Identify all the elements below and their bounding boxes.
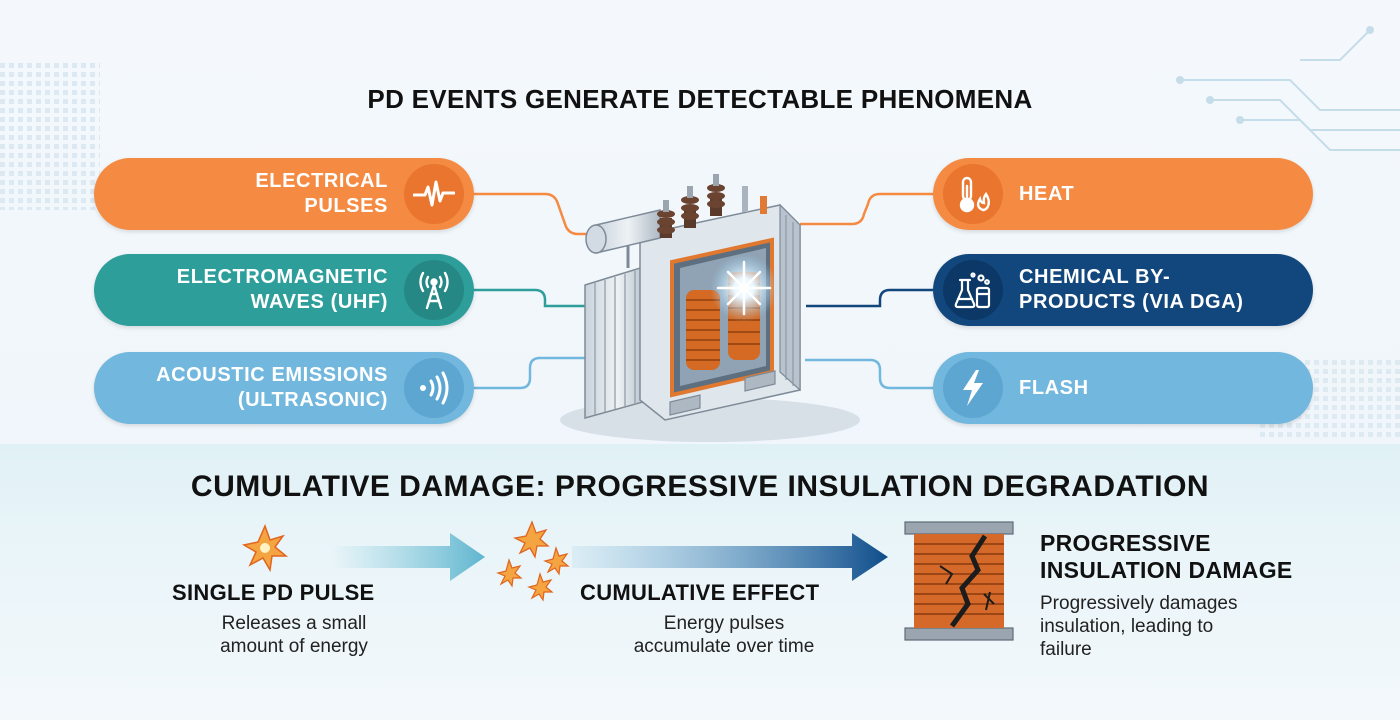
step-desc-line1: Releases a small	[221, 613, 367, 634]
sound-waves-icon	[404, 358, 464, 418]
lower-section-background	[0, 444, 1400, 720]
pulse-icon	[404, 164, 464, 224]
step-single-pd-pulse: SINGLE PD PULSE Releases a small amount …	[172, 580, 422, 658]
pill-label-line2: WAVES (UHF)	[250, 291, 388, 313]
pill-electromagnetic-waves: ELECTROMAGNETIC WAVES (UHF)	[94, 254, 474, 326]
step-desc-line3: failure	[1040, 639, 1092, 660]
flow-arrow-2	[572, 533, 888, 581]
step-progressive-insulation-damage: PROGRESSIVE INSULATION DAMAGE Progressiv…	[1040, 530, 1360, 661]
pill-label-line1: FLASH	[1019, 376, 1089, 399]
connector-electrical-pulses	[474, 192, 600, 236]
section-title-phenomena: PD EVENTS GENERATE DETECTABLE PHENOMENA	[367, 84, 1033, 114]
step-title: CUMULATIVE EFFECT	[580, 580, 820, 605]
pill-flash: FLASH	[933, 352, 1313, 424]
step-desc-line2: accumulate over time	[633, 636, 815, 657]
pill-label-line2: PULSES	[304, 195, 388, 217]
pill-label-line1: HEAT	[1019, 182, 1075, 205]
antenna-icon	[404, 260, 464, 320]
pill-label-line1: CHEMICAL BY-	[1019, 266, 1171, 288]
step-title-line1: PROGRESSIVE	[1040, 530, 1211, 556]
connector-electromagnetic-waves	[474, 288, 595, 308]
radiator-fins-left	[584, 263, 651, 419]
step-title-line2: INSULATION DAMAGE	[1040, 557, 1293, 583]
thermometer-icon	[943, 164, 1003, 224]
pill-chemical-byproducts: CHEMICAL BY- PRODUCTS (VIA DGA)	[933, 254, 1313, 326]
step-desc-line2: amount of energy	[220, 636, 368, 657]
lightning-icon	[943, 358, 1003, 418]
step-desc-line1: Energy pulses	[663, 613, 785, 634]
pill-electrical-pulses: ELECTRICAL PULSES	[94, 158, 474, 230]
section-title-cumulative-damage: CUMULATIVE DAMAGE: PROGRESSIVE INSULATIO…	[190, 470, 1210, 503]
chemistry-flask-icon	[943, 260, 1003, 320]
connector-acoustic-emissions	[474, 356, 600, 390]
flow-arrow-1	[330, 533, 485, 581]
step-cumulative-effect: CUMULATIVE EFFECT Energy pulses accumula…	[580, 580, 870, 658]
transformer-base	[669, 370, 776, 416]
pill-label-line2: PRODUCTS (VIA DGA)	[1019, 291, 1244, 313]
spark-icon	[241, 523, 289, 573]
damaged-coil-icon	[904, 521, 1014, 641]
bushings	[657, 174, 767, 238]
multiple-sparks-icon	[496, 520, 570, 602]
step-desc-line2: insulation, leading to	[1040, 616, 1214, 637]
pill-label-line2: (ULTRASONIC)	[237, 389, 388, 411]
pill-heat: HEAT	[933, 158, 1313, 230]
connector-chemical-byproducts	[806, 288, 933, 308]
connector-heat	[800, 192, 933, 226]
pill-acoustic-emissions: ACOUSTIC EMISSIONS (ULTRASONIC)	[94, 352, 474, 424]
pill-label-line1: ELECTROMAGNETIC	[176, 266, 388, 288]
connector-flash	[805, 358, 933, 390]
step-title: SINGLE PD PULSE	[172, 580, 375, 605]
pill-label-line1: ACOUSTIC EMISSIONS	[156, 364, 388, 386]
step-desc-line1: Progressively damages	[1040, 593, 1238, 614]
pill-label-line1: ELECTRICAL	[255, 170, 388, 192]
